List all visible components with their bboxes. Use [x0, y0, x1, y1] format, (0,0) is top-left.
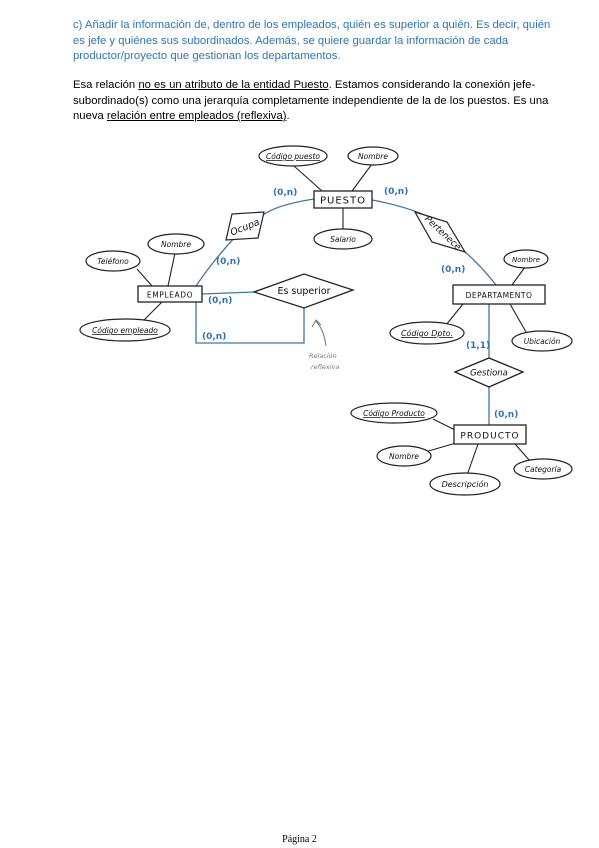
attribute-salario[interactable]: Salario [313, 228, 373, 250]
reflexive-annotation: Relación reflexiva [309, 319, 339, 371]
entity-empleado[interactable]: EMPLEADO [137, 285, 203, 303]
attribute-codigo-dpto[interactable]: Código Dpto. [389, 321, 465, 345]
page-footer: Página 2 [282, 834, 317, 845]
attribute-nombre-puesto-label: Nombre [358, 152, 388, 161]
attribute-codigo-dpto-label: Código Dpto. [401, 328, 453, 338]
attribute-nombre-empleado-label: Nombre [161, 240, 191, 249]
cardinality-departamento-gestiona: (1,1) [466, 341, 490, 351]
link-puesto-ocupa [261, 198, 315, 217]
attribute-nombre-producto-label: Nombre [389, 452, 419, 461]
attribute-codigo-puesto[interactable]: Código puesto [258, 145, 328, 167]
annotation-line-2: reflexiva [311, 363, 339, 371]
attribute-nombre-departamento[interactable]: Nombre [503, 249, 549, 269]
cardinality-empleado-loop: (0,n) [202, 332, 226, 342]
cardinality-puesto-left: (0,n) [273, 188, 297, 198]
entity-puesto[interactable]: PUESTO [313, 190, 373, 209]
relationship-es-superior[interactable]: Es superior [251, 273, 355, 309]
attribute-codigo-producto[interactable]: Código Producto [350, 402, 438, 424]
task-statement: c) Añadir la información de, dentro de l… [73, 19, 551, 62]
link-ocupa-empleado [195, 235, 237, 287]
link-reflexive-loop [195, 302, 305, 344]
attribute-descripcion[interactable]: Descripción [429, 472, 501, 496]
attribute-codigo-producto-label: Código Producto [363, 409, 425, 418]
entity-producto-label: PRODUCTO [460, 432, 519, 442]
explanation-text-1: Esa relación [73, 79, 139, 91]
cardinality-departamento-pertenece: (0,n) [441, 265, 465, 275]
attribute-telefono[interactable]: Teléfono [85, 250, 141, 272]
relationship-ocupa[interactable]: Ocupa [225, 211, 265, 241]
relationship-gestiona[interactable]: Gestiona [453, 357, 525, 388]
attribute-ubicacion[interactable]: Ubicación [511, 330, 573, 352]
cardinality-empleado-ocupa: (0,n) [216, 257, 240, 267]
attribute-nombre-departamento-label: Nombre [512, 256, 540, 264]
relationship-es-superior-label: Es superior [277, 286, 330, 297]
cardinality-empleado-superior: (0,n) [208, 296, 232, 306]
entity-empleado-label: EMPLEADO [147, 291, 193, 300]
explanation-underlined-2: relación entre empleados (reflexiva) [106, 110, 287, 122]
attribute-categoria-label: Categoría [525, 465, 562, 474]
explanation-paragraph: Esa relación no es un atributo de la ent… [73, 78, 578, 125]
link-empleado-essuperior [201, 291, 255, 295]
attribute-nombre-producto[interactable]: Nombre [376, 445, 432, 467]
relationship-pertenece[interactable]: Pertenece [413, 210, 467, 254]
entity-puesto-label: PUESTO [320, 196, 366, 207]
attribute-codigo-empleado-label: Código empleado [92, 326, 158, 335]
entity-departamento[interactable]: DEPARTAMENTO [452, 284, 546, 305]
attribute-descripcion-label: Descripción [442, 479, 489, 489]
attribute-telefono-label: Teléfono [97, 257, 129, 266]
attribute-categoria[interactable]: Categoría [513, 458, 573, 480]
entity-departamento-label: DEPARTAMENTO [466, 291, 533, 300]
explanation-text-3: . [286, 110, 290, 122]
annotation-arrow [311, 319, 327, 347]
explanation-underlined-1: no es un atributo de la entidad Puesto [138, 79, 329, 91]
annotation-line-1: Relación [309, 352, 337, 360]
attribute-salario-label: Salario [330, 235, 356, 244]
attribute-nombre-empleado[interactable]: Nombre [147, 233, 205, 255]
attribute-ubicacion-label: Ubicación [524, 337, 561, 346]
attribute-links [136, 163, 531, 482]
attribute-codigo-puesto-label: Código puesto [266, 152, 320, 161]
entity-producto[interactable]: PRODUCTO [453, 424, 527, 445]
cardinality-puesto-right: (0,n) [384, 187, 408, 197]
relationship-gestiona-label: Gestiona [470, 369, 508, 379]
cardinality-labels: (0,n) (0,n) (0,n) (0,n) (0,n) (0,n) (1,1… [202, 187, 518, 420]
explanation-text-2: . Estamos considerando la conexión jefe-… [73, 79, 549, 122]
attribute-codigo-empleado[interactable]: Código empleado [79, 318, 171, 342]
attribute-nombre-puesto[interactable]: Nombre [347, 146, 399, 166]
cardinality-producto-gestiona: (0,n) [494, 410, 518, 420]
